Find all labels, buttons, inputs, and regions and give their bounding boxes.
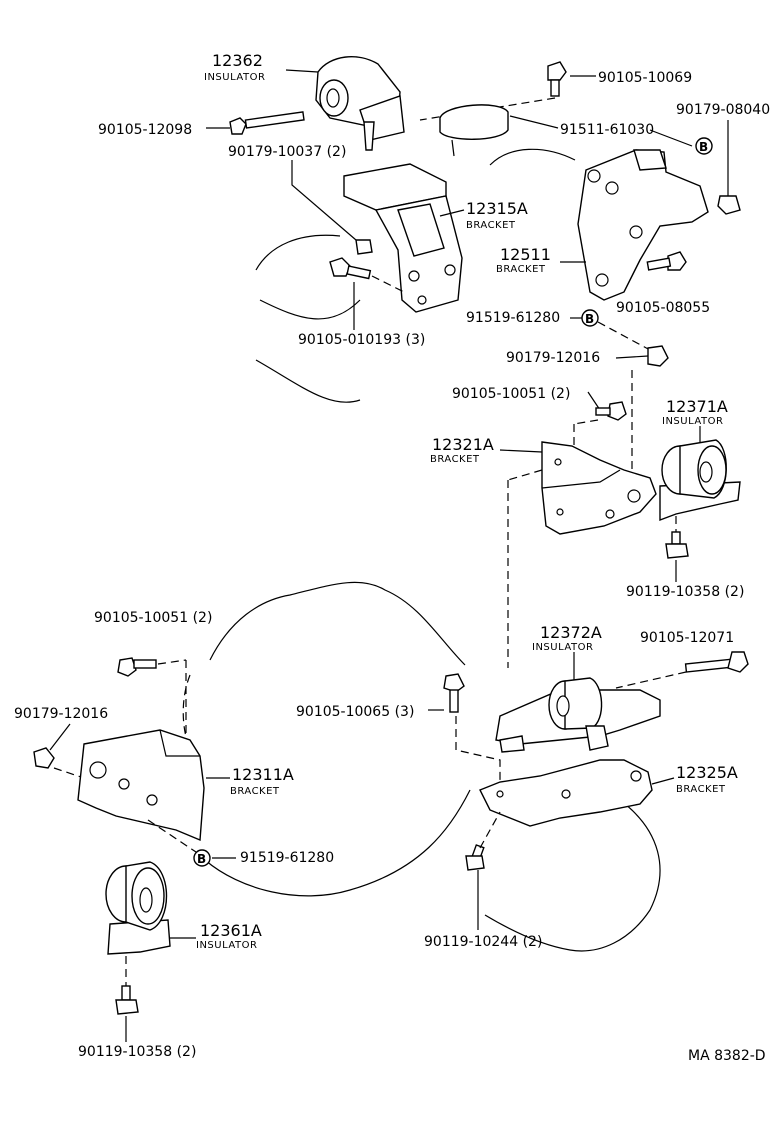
nut-90179-12016-left bbox=[33, 747, 55, 769]
nut-90179-12016-top bbox=[647, 345, 669, 367]
insulator-12362-drawing bbox=[315, 56, 405, 151]
bolt-90105-10051-left bbox=[117, 657, 157, 677]
part-number-12311A: 12311A bbox=[232, 765, 294, 784]
label-90105-10051-top: 90105-10051 (2) bbox=[452, 386, 570, 402]
callout-marker-b-bottom: B bbox=[193, 849, 211, 867]
label-90105-10069: 90105-10069 bbox=[598, 70, 692, 86]
label-90179-10037: 90179-10037 (2) bbox=[228, 144, 346, 160]
bracket-12511-drawing bbox=[577, 149, 709, 301]
cap-91511-61030 bbox=[439, 104, 509, 157]
label-90105-010193: 90105-010193 (3) bbox=[298, 332, 425, 348]
bolt-90119-10358-bottom bbox=[115, 985, 139, 1015]
part-desc-12315A: BRACKET bbox=[466, 220, 516, 231]
part-number-12511: 12511 bbox=[500, 245, 551, 264]
svg-text:B: B bbox=[585, 312, 595, 326]
bolt-90105-010193 bbox=[329, 257, 372, 280]
label-91511-61030: 91511-61030 bbox=[560, 122, 654, 138]
label-90105-12071: 90105-12071 bbox=[640, 630, 734, 646]
label-90119-10244: 90119-10244 (2) bbox=[424, 934, 542, 950]
bracket-12311A-drawing bbox=[77, 729, 205, 842]
label-90105-12098: 90105-12098 bbox=[98, 122, 192, 138]
part-desc-12371A: INSULATOR bbox=[662, 416, 723, 427]
part-desc-12511: BRACKET bbox=[496, 264, 546, 275]
bolt-90105-08055 bbox=[646, 251, 687, 271]
part-desc-12311A: BRACKET bbox=[230, 786, 280, 797]
label-90179-12016-left: 90179-12016 bbox=[14, 706, 108, 722]
bracket-12325A-drawing bbox=[479, 759, 653, 827]
bolt-90105-12071 bbox=[684, 651, 749, 673]
bolt-90119-10244 bbox=[465, 844, 485, 871]
label-90179-08040: 90179-08040 bbox=[676, 102, 770, 118]
insulator-12361A-drawing bbox=[105, 861, 171, 955]
bolt-90119-10358-right bbox=[665, 531, 689, 559]
insulator-12372A-drawing bbox=[495, 677, 661, 753]
part-number-12371A: 12371A bbox=[666, 397, 728, 416]
part-desc-12325A: BRACKET bbox=[676, 784, 726, 795]
bracket-12315A-drawing bbox=[343, 163, 463, 313]
nut-90179-10037 bbox=[355, 239, 373, 255]
part-number-12321A: 12321A bbox=[432, 435, 494, 454]
label-90119-10358-right: 90119-10358 (2) bbox=[626, 584, 744, 600]
part-desc-12372A: INSULATOR bbox=[532, 642, 593, 653]
callout-marker-b-mid: B bbox=[581, 309, 599, 327]
callout-marker-b-top: B bbox=[695, 137, 713, 155]
part-number-12361A: 12361A bbox=[200, 921, 262, 940]
diagram-code: MA 8382-D bbox=[688, 1048, 766, 1064]
part-number-12372A: 12372A bbox=[540, 623, 602, 642]
engine-outline bbox=[255, 148, 576, 403]
transmission-outline bbox=[182, 581, 661, 952]
bolt-90105-10065 bbox=[443, 673, 465, 713]
svg-text:B: B bbox=[197, 852, 207, 866]
label-91519-61280-top: 91519-61280 bbox=[466, 310, 560, 326]
part-number-12315A: 12315A bbox=[466, 199, 528, 218]
part-number-12325A: 12325A bbox=[676, 763, 738, 782]
bolt-90105-10069 bbox=[547, 61, 567, 97]
label-90105-08055: 90105-08055 bbox=[616, 300, 710, 316]
svg-text:B: B bbox=[699, 140, 709, 154]
label-90179-12016-top: 90179-12016 bbox=[506, 350, 600, 366]
insulator-12371A-drawing bbox=[659, 439, 741, 522]
label-91519-61280-bottom: 91519-61280 bbox=[240, 850, 334, 866]
part-desc-12361A: INSULATOR bbox=[196, 940, 257, 951]
nut-90179-08040 bbox=[717, 195, 741, 215]
label-90105-10051-left: 90105-10051 (2) bbox=[94, 610, 212, 626]
bolt-90105-12098 bbox=[229, 111, 305, 135]
label-90105-10065: 90105-10065 (3) bbox=[296, 704, 414, 720]
label-90119-10358-bottom: 90119-10358 (2) bbox=[78, 1044, 196, 1060]
part-desc-12321A: BRACKET bbox=[430, 454, 480, 465]
part-desc-12362: INSULATOR bbox=[204, 72, 265, 83]
bolt-90105-10051-top bbox=[595, 401, 627, 421]
part-number-12362: 12362 bbox=[212, 51, 263, 70]
bracket-12321A-drawing bbox=[541, 441, 657, 535]
